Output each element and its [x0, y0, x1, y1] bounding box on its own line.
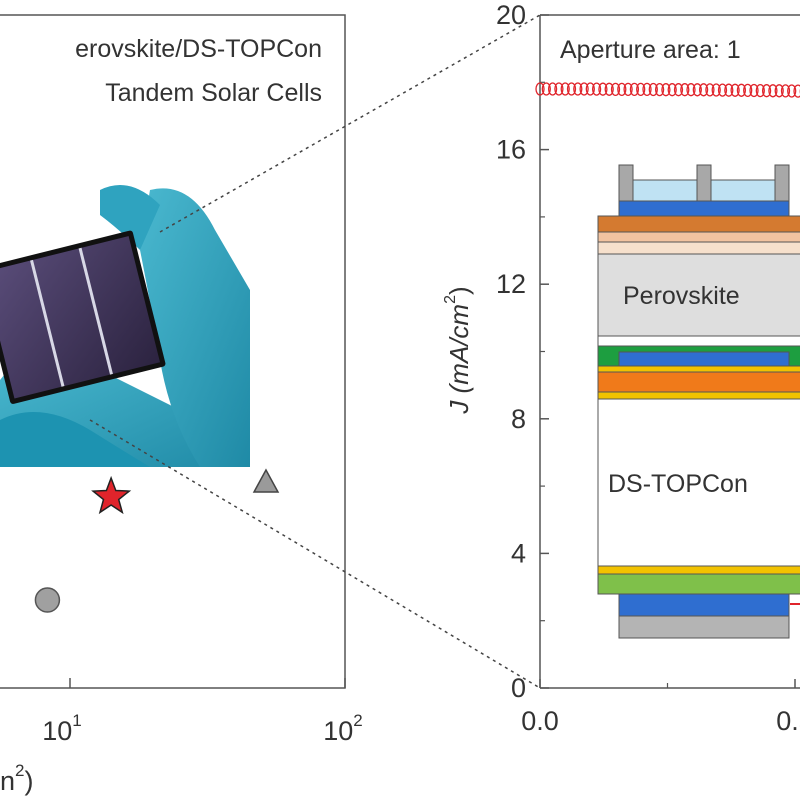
j-data-point — [743, 83, 753, 98]
j-data-point — [717, 83, 728, 97]
right-ytick-label: 20 — [496, 0, 526, 30]
j-data-point — [780, 84, 791, 98]
left-xtick-label-10: 101 — [42, 711, 82, 746]
j-data-point — [667, 83, 677, 97]
right-xticks: 0.0 0.5 — [521, 679, 800, 736]
left-xtick-label-100: 102 — [323, 711, 363, 746]
j-data-point — [680, 83, 690, 97]
j-data-point — [654, 82, 665, 97]
j-data-point — [598, 82, 608, 96]
right-xtick-label: 0.0 — [521, 706, 559, 736]
right-ytick-label: 12 — [496, 269, 526, 299]
j-data-point — [541, 82, 551, 96]
right-ylabel: J (mA/cm2) — [442, 286, 474, 414]
j-data-point — [768, 84, 778, 98]
j-data-point — [724, 83, 734, 97]
ds-topcon-layer — [597, 398, 800, 567]
j-data-point — [692, 83, 702, 97]
device-schematic: Perovskite DS-TOPCon — [597, 164, 800, 639]
connector-top — [159, 14, 541, 233]
left-title-line2: Tandem Solar Cells — [105, 79, 322, 107]
data-point-triangle — [252, 468, 280, 493]
j-data-point — [761, 84, 772, 98]
j-data-point — [604, 82, 614, 96]
j-data-point — [535, 82, 545, 96]
left-title-line1: erovskite/DS-TOPCon — [75, 35, 322, 63]
j-data-point — [793, 84, 800, 98]
j-data-point — [554, 82, 564, 96]
j-data-point — [755, 83, 765, 98]
j-data-point — [736, 83, 747, 97]
j-data-point — [686, 83, 696, 97]
j-data-point — [711, 83, 721, 97]
j-data-point — [585, 82, 595, 96]
j-data-point — [636, 82, 646, 97]
left-markers — [34, 468, 280, 613]
j-data-point — [749, 83, 759, 98]
j-data-point — [774, 84, 784, 98]
tandem-cell-photo — [0, 185, 250, 468]
perovskite-layer-label: Perovskite — [623, 282, 740, 310]
data-point-star — [91, 475, 132, 515]
right-yticks: 0 4 8 12 16 20 — [496, 0, 549, 703]
j-data-point — [579, 82, 589, 96]
j-data-point — [629, 82, 640, 97]
j-data-point — [642, 82, 652, 97]
j-data-point — [673, 83, 684, 97]
j-data-point — [623, 82, 633, 97]
ds-topcon-layer-label: DS-TOPCon — [608, 470, 748, 498]
j-data-point — [547, 82, 558, 96]
left-plot-frame — [0, 14, 346, 689]
j-data-point — [560, 82, 570, 96]
j-data-point — [698, 83, 709, 97]
aperture-area-annotation: Aperture area: 1 — [560, 36, 741, 64]
j-data-point — [566, 82, 577, 96]
connector-bottom — [89, 419, 541, 689]
j-data-point — [617, 82, 627, 97]
right-ytick-label: 0 — [511, 673, 526, 703]
j-data-point — [591, 82, 602, 96]
left-xlabel: n2) — [0, 761, 34, 796]
j-data-point — [648, 82, 658, 97]
j-data-point — [573, 82, 583, 96]
right-xtick-label: 0.5 — [776, 706, 800, 736]
j-data-point — [705, 83, 715, 97]
right-ytick-label: 16 — [496, 135, 526, 165]
j-data-point — [787, 84, 797, 98]
j-data-point — [610, 82, 621, 97]
perovskite-layer — [597, 253, 800, 337]
right-ytick-label: 4 — [511, 538, 526, 568]
j-series — [535, 82, 800, 98]
data-point-circle — [34, 587, 61, 613]
j-data-point — [661, 83, 671, 97]
right-ytick-label: 8 — [511, 404, 526, 434]
j-data-point — [730, 83, 740, 97]
